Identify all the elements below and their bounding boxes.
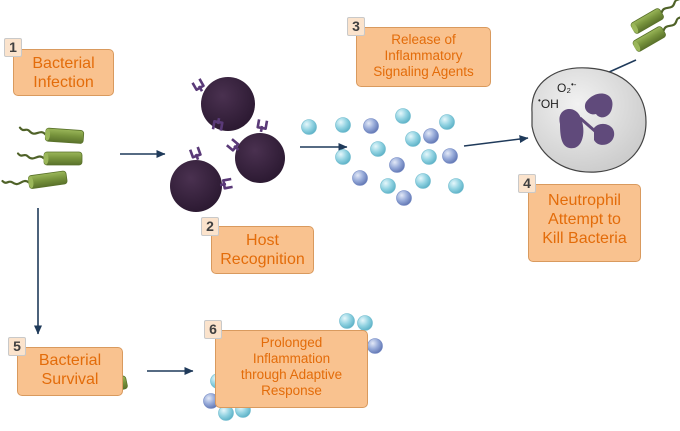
signal-molecule-16 [448,178,464,194]
antibody-5 [188,146,202,161]
antibody-2-shape [211,117,224,131]
bacterium-neutrophil-1-flagellum [660,0,680,14]
step-5-line-1: Bacterial [38,352,102,369]
antibody-4-shape [225,138,240,152]
signal-molecule-1 [301,119,317,135]
signal-molecule-14 [380,178,396,194]
step-4-line-3: Kill Bacteria [542,229,627,247]
signal-molecule-5 [370,141,386,157]
arrow-release-to-neutrophil [463,135,529,147]
hydroxyl-label: •OH [538,96,559,111]
step-1-line-1: Bacterial [32,55,95,72]
bacterium-2 [16,151,83,166]
bacterium-3 [1,170,68,189]
bacterium-neutrophil-2 [632,12,680,52]
step-4-line-2: Attempt to [548,210,621,228]
signal-molecule-11 [421,149,437,165]
signal-molecule-17 [396,190,412,206]
nucleus-lobe-3 [594,123,615,145]
step-number-4: 4 [518,174,536,193]
antibody-3 [256,119,269,133]
step-3-line-2: Inflammatory [384,47,463,63]
superoxide-label: O₂•- [557,80,576,95]
signal-molecule-8 [439,114,455,130]
signal-molecule-10 [389,157,405,173]
step-6-line-1: Prolonged [260,335,323,350]
host-cell-2 [235,133,285,183]
nucleus-bridge [579,116,597,134]
antibody-2 [211,117,224,131]
superoxide-charge: •- [571,80,577,89]
step-number-1: 1 [4,38,22,57]
step-number-2: 2 [201,217,219,236]
host-cell-3 [170,160,222,212]
antibody-4 [225,138,240,152]
signal-molecule-12 [442,148,458,164]
step-number-6: 6 [204,320,222,339]
signal-molecule-3 [363,118,379,134]
signal-molecule-15 [415,173,431,189]
host-cell-1 [201,77,255,131]
hydroxyl-text: OH [540,97,559,111]
bacterium-neutrophil-1 [630,0,680,34]
hydroxyl-dot: • [538,96,541,105]
step-3-line-3: Signaling Agents [373,63,474,79]
signal-molecule-6 [405,131,421,147]
step-box-release-signaling: Release of Inflammatory Signaling Agents [356,27,491,87]
antibody-5-shape [188,146,202,161]
step-4-line-1: Neutrophil [548,192,621,209]
signal-molecule-13 [352,170,368,186]
bacterium-1-flagellum [18,126,47,136]
step-6-line-2: Inflammation [252,350,331,366]
step-number-3: 3 [347,17,365,36]
signal-molecule-2 [335,117,351,133]
nucleus-lobe-1 [584,93,613,118]
bacterium-neutrophil-2-flagellum [662,12,680,32]
step-box-neutrophil-attempt: Neutrophil Attempt to Kill Bacteria [528,184,641,262]
antibody-3-shape [256,119,269,133]
antibody-1 [191,78,205,92]
step-3-line-1: Release of [391,32,456,47]
step-5-line-2: Survival [41,370,99,388]
step-2-line-2: Recognition [220,250,305,268]
bacterium-3-flagellum [1,179,31,186]
neutrophil-cell [531,67,647,173]
step-box-prolonged-inflammation: Prolonged Inflammation through Adaptive … [215,330,368,408]
bacterium-neutrophil-2-cap [633,41,641,52]
step-box-bacterial-survival: Bacterial Survival [17,347,123,396]
step-1-line-2: Infection [33,73,94,91]
antibody-6-shape [219,177,233,190]
antibody-1-shape [191,78,205,92]
signal-molecule-19 [357,315,373,331]
bacterium-1-rod [44,127,85,144]
bacterium-2-cap [43,152,49,165]
step-6-line-4: Response [261,382,322,398]
signal-molecule-18 [339,313,355,329]
step-6-line-3: through Adaptive [240,366,343,382]
step-box-host-recognition: Host Recognition [211,226,314,274]
bacterium-1 [18,126,85,144]
bacterium-neutrophil-1-cap [631,23,639,34]
signal-molecule-4 [395,108,411,124]
signal-molecule-9 [335,149,351,165]
signal-molecule-7 [423,128,439,144]
step-number-5: 5 [8,337,26,356]
step-2-line-1: Host [246,232,279,249]
signal-molecule-21 [367,338,383,354]
superoxide-text: O₂ [557,81,571,95]
bacterium-2-rod [43,151,83,166]
bacterium-3-cap [28,176,34,189]
bacterium-1-cap [45,128,51,141]
bacterium-3-rod [27,170,68,189]
bacterium-2-flagellum [16,152,46,160]
nucleus-lobe-2 [559,109,584,149]
step-box-bacterial-infection: Bacterial Infection [13,49,114,96]
antibody-6 [219,177,233,190]
